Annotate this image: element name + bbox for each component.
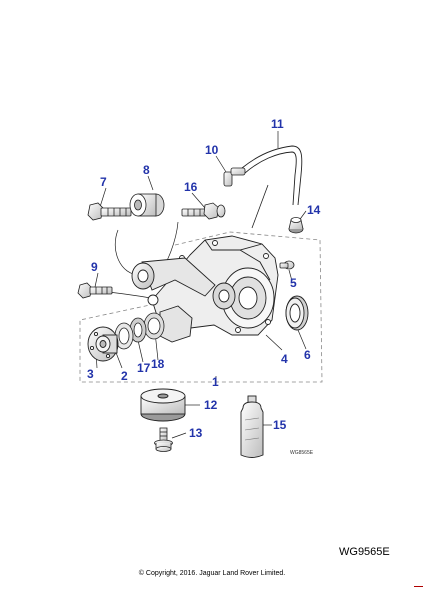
flange-3 xyxy=(87,326,119,362)
callout-11: 11 xyxy=(271,117,284,131)
mounting-12 xyxy=(140,388,186,422)
callout-15: 15 xyxy=(273,418,287,432)
callout-6: 6 xyxy=(304,348,311,362)
bearing-18 xyxy=(143,312,165,340)
callout-16: 16 xyxy=(184,180,198,194)
breather-hose xyxy=(241,145,303,229)
bolt-9 xyxy=(77,282,113,299)
plug-14 xyxy=(288,217,304,234)
bolt-7 xyxy=(87,202,132,221)
diagram-reference: WG9565E xyxy=(339,546,390,558)
callout-13: 13 xyxy=(189,426,203,440)
diagram-reference-small: WG8565E xyxy=(290,450,314,456)
assembly-boundary xyxy=(79,231,323,383)
callout-1: 1 xyxy=(212,375,219,389)
breather-fitting xyxy=(223,167,246,187)
callout-4: 4 xyxy=(281,352,288,366)
bolt-13 xyxy=(154,427,173,452)
callout-14: 14 xyxy=(307,203,321,217)
callout-7: 7 xyxy=(100,175,107,189)
callout-9: 9 xyxy=(91,260,98,274)
callout-18: 18 xyxy=(151,357,165,371)
seal-6 xyxy=(285,295,309,331)
callout-3: 3 xyxy=(87,367,94,381)
bolt-16 xyxy=(181,202,226,220)
corner-mark xyxy=(414,586,423,587)
callout-10: 10 xyxy=(205,143,219,157)
bush-8 xyxy=(129,193,165,217)
oil-bottle-15 xyxy=(240,395,264,458)
callout-labels: 1 2 3 4 5 6 7 8 9 10 11 12 13 14 15 16 1… xyxy=(87,117,321,456)
callout-5: 5 xyxy=(290,276,297,290)
callout-8: 8 xyxy=(143,163,150,177)
callout-2: 2 xyxy=(121,369,128,383)
copyright-notice: © Copyright, 2016. Jaguar Land Rover Lim… xyxy=(138,570,286,577)
callout-17: 17 xyxy=(137,361,151,375)
mounting-bracket xyxy=(131,257,216,306)
callout-12: 12 xyxy=(204,398,218,412)
bolt-5 xyxy=(279,260,295,270)
